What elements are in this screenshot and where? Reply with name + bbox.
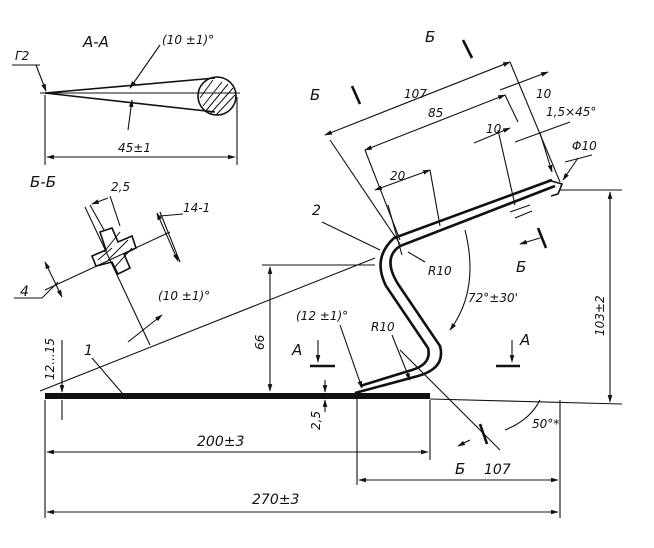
dim-length-200: 200±3 xyxy=(197,434,244,450)
section-b-marker-mid: Б xyxy=(516,258,526,276)
dim-radius-10-lower: R10 xyxy=(371,320,395,334)
dim-angle-aa: (10 ±1)° xyxy=(162,33,214,47)
section-aa-view: А-А Г2 (10 ±1)° 45±1 xyxy=(12,33,240,165)
dim-height-66: 66 xyxy=(253,334,267,350)
dim-width-bb: 14-1 xyxy=(183,201,210,215)
base-strip xyxy=(45,393,430,399)
bent-rod xyxy=(354,184,556,395)
dim-thickness-2-5: 2,5 xyxy=(309,411,323,430)
section-b-marker-top-left: Б xyxy=(310,86,320,104)
dim-20: 20 xyxy=(390,169,406,183)
dim-radius-2: Г2 xyxy=(15,49,29,63)
rod-cross-section xyxy=(197,76,237,116)
dim-radius-10-upper: R10 xyxy=(428,264,452,278)
callout-part-4: 4 xyxy=(20,284,29,300)
dim-angle-50: 50°* xyxy=(532,417,559,431)
section-bb-view: Б-Б 2,5 14-1 4 (10 ±1)° xyxy=(14,173,210,346)
dim-height-12-15: 12...15 xyxy=(43,338,57,380)
section-a-marker-right: А xyxy=(519,331,530,349)
section-b-marker-top-right: Б xyxy=(425,28,435,46)
callout-part-1: 1 xyxy=(84,343,93,359)
dim-10-inner: 10 xyxy=(486,122,502,136)
dim-length-aa: 45±1 xyxy=(118,141,151,155)
dim-length-270: 270±3 xyxy=(252,492,299,508)
callout-part-2: 2 xyxy=(312,203,321,219)
section-aa-title: А-А xyxy=(82,33,109,51)
dim-length-107-top: 107 xyxy=(404,87,427,101)
dim-angle-12: (12 ±1)° xyxy=(296,309,348,323)
dim-10-top: 10 xyxy=(536,87,552,101)
dim-length-85: 85 xyxy=(428,106,443,120)
section-a-marker-left: А xyxy=(291,341,302,359)
dim-angle-bb: (10 ±1)° xyxy=(158,289,210,303)
dim-diameter-10: Φ10 xyxy=(572,139,597,153)
dim-angle-72: 72°±30' xyxy=(468,291,518,305)
dim-height-103: 103±2 xyxy=(593,295,607,336)
main-view: А А Б Б Б Б 107 85 10 10 1,5×45° xyxy=(39,28,623,518)
section-bb-title: Б-Б xyxy=(30,173,56,191)
dim-chamfer: 1,5×45° xyxy=(546,105,596,119)
dim-length-107-bottom: 107 xyxy=(484,462,511,478)
section-b-marker-bottom: Б xyxy=(455,460,465,478)
dim-thickness-bb: 2,5 xyxy=(111,180,130,194)
cross-shaped-section xyxy=(90,227,137,276)
